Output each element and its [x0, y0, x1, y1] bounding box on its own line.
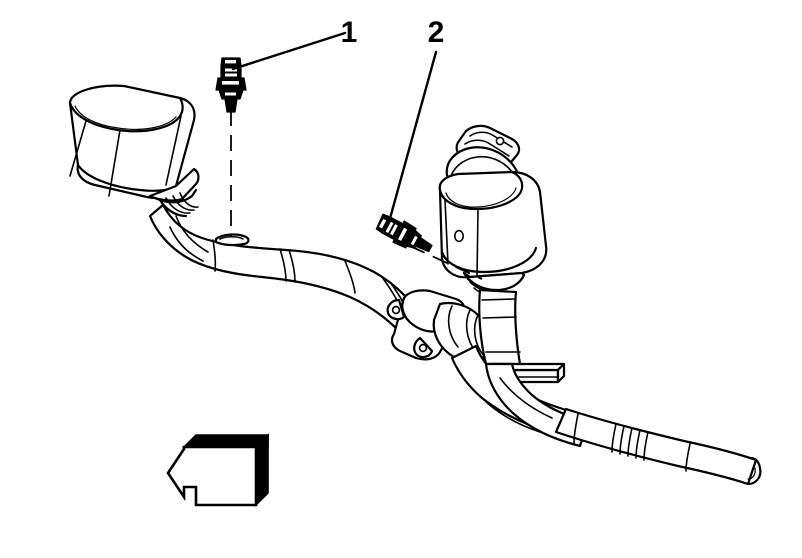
callout-label-1: 1 — [341, 16, 358, 49]
oxygen-sensor-2 — [375, 213, 433, 253]
direction-arrow — [166, 433, 269, 507]
callout-1-leader — [231, 31, 347, 71]
oxygen-sensor-1-boss — [214, 233, 250, 247]
resonator — [68, 84, 200, 218]
catalytic-converter-right — [438, 124, 548, 297]
catalytic-converter-center — [386, 289, 495, 363]
callout-label-2: 2 — [428, 16, 445, 49]
callout-2-leader — [387, 50, 438, 224]
front-exhaust-pipe — [148, 203, 414, 332]
sensor-2-centerline — [409, 245, 483, 280]
downpipe — [478, 288, 522, 366]
tailpipe — [450, 344, 762, 486]
